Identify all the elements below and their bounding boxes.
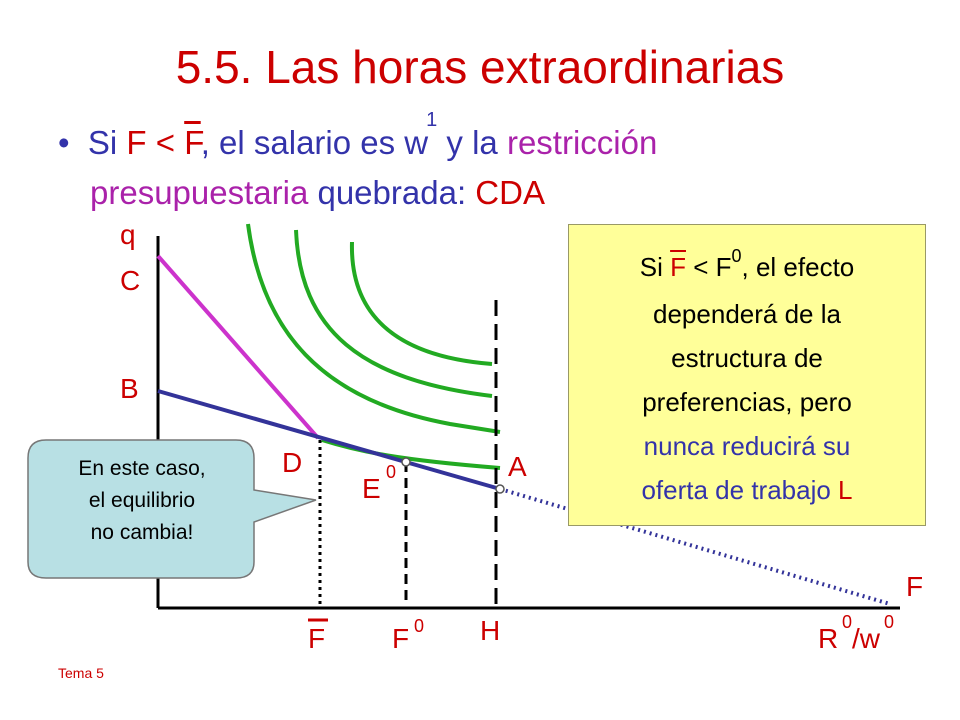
note-line-3: estructura de: [671, 343, 823, 373]
label-h: H: [480, 615, 500, 646]
label-b: B: [120, 373, 139, 404]
note-lt-f: < F: [685, 252, 732, 282]
callout-line-3: no cambia!: [90, 521, 194, 544]
bullet-w-superscript: 1: [426, 109, 438, 131]
bullet-lt: <: [146, 124, 185, 161]
bullet-F: F: [126, 124, 147, 161]
callout-line-2: el equilibrio: [88, 489, 196, 512]
footer-tema: Tema 5: [58, 665, 104, 681]
label-a: A: [508, 451, 527, 482]
bullet-cda: CDA: [475, 174, 545, 211]
label-f0-subscript: 0: [414, 616, 424, 636]
point-a: [495, 484, 505, 494]
label-f0: F: [392, 623, 409, 654]
callout-bubble: [27, 439, 317, 579]
note-line-6b: L: [838, 475, 853, 505]
note-line-6: oferta de trabajo L: [569, 468, 925, 512]
bullet-restriccion: restricción: [506, 124, 658, 161]
callout-line-1: En este caso,: [78, 457, 206, 480]
note-line-1: Si F < F0, el efecto: [569, 245, 925, 292]
point-e0: [401, 457, 411, 467]
indifference-curve-mid: [294, 229, 493, 398]
bullet-line-1: • Si F < F, el salario es w1 y la restri…: [58, 110, 658, 161]
bullet-line-2: presupuestaria quebrada: CDA: [90, 176, 545, 209]
label-q: q: [120, 219, 136, 250]
bullet-text-salario: , el salario es w: [200, 124, 429, 161]
bullet-presupuestaria: presupuestaria: [90, 174, 309, 211]
label-r-superscript: 0: [842, 612, 852, 632]
bullet-F-bar: F: [184, 124, 201, 161]
label-over-w: /w: [852, 623, 881, 654]
bullet-text-si: Si: [87, 124, 127, 161]
label-r: R: [818, 623, 838, 654]
label-e-subscript: 0: [386, 462, 396, 482]
note-f-bar: F: [670, 252, 686, 282]
note-line-2: dependerá de la: [653, 299, 841, 329]
indifference-curve-high: [349, 241, 493, 366]
label-w-superscript: 0: [884, 612, 894, 632]
callout-text: En este caso, el equilibrio no cambia!: [30, 453, 254, 549]
budget-segment-cd: [156, 254, 320, 440]
note-line-1-end: , el efecto: [741, 252, 855, 282]
indifference-curve-low: [246, 223, 501, 434]
budget-segment-ba: [157, 389, 501, 491]
label-e: E: [362, 473, 381, 504]
note-box: Si F < F0, el efecto dependerá de la est…: [568, 224, 926, 526]
note-f-subscript: 0: [731, 246, 742, 266]
label-fbar: F: [308, 623, 325, 654]
budget-dotted-extension: [499, 487, 891, 606]
bullet-marker: •: [58, 124, 70, 161]
slide-title: 5.5. Las horas extraordinarias: [175, 41, 785, 93]
note-line-6a: oferta de trabajo: [641, 475, 839, 505]
label-d: D: [282, 447, 302, 478]
note-si: Si: [639, 252, 671, 282]
label-c: C: [120, 265, 140, 296]
label-f-axis: F: [906, 571, 923, 602]
note-line-5: nunca reducirá su: [643, 431, 851, 461]
bullet-quebrada: quebrada:: [308, 174, 476, 211]
bullet-text-y-la: y la: [437, 124, 507, 161]
note-line-4: preferencias, pero: [642, 387, 852, 417]
